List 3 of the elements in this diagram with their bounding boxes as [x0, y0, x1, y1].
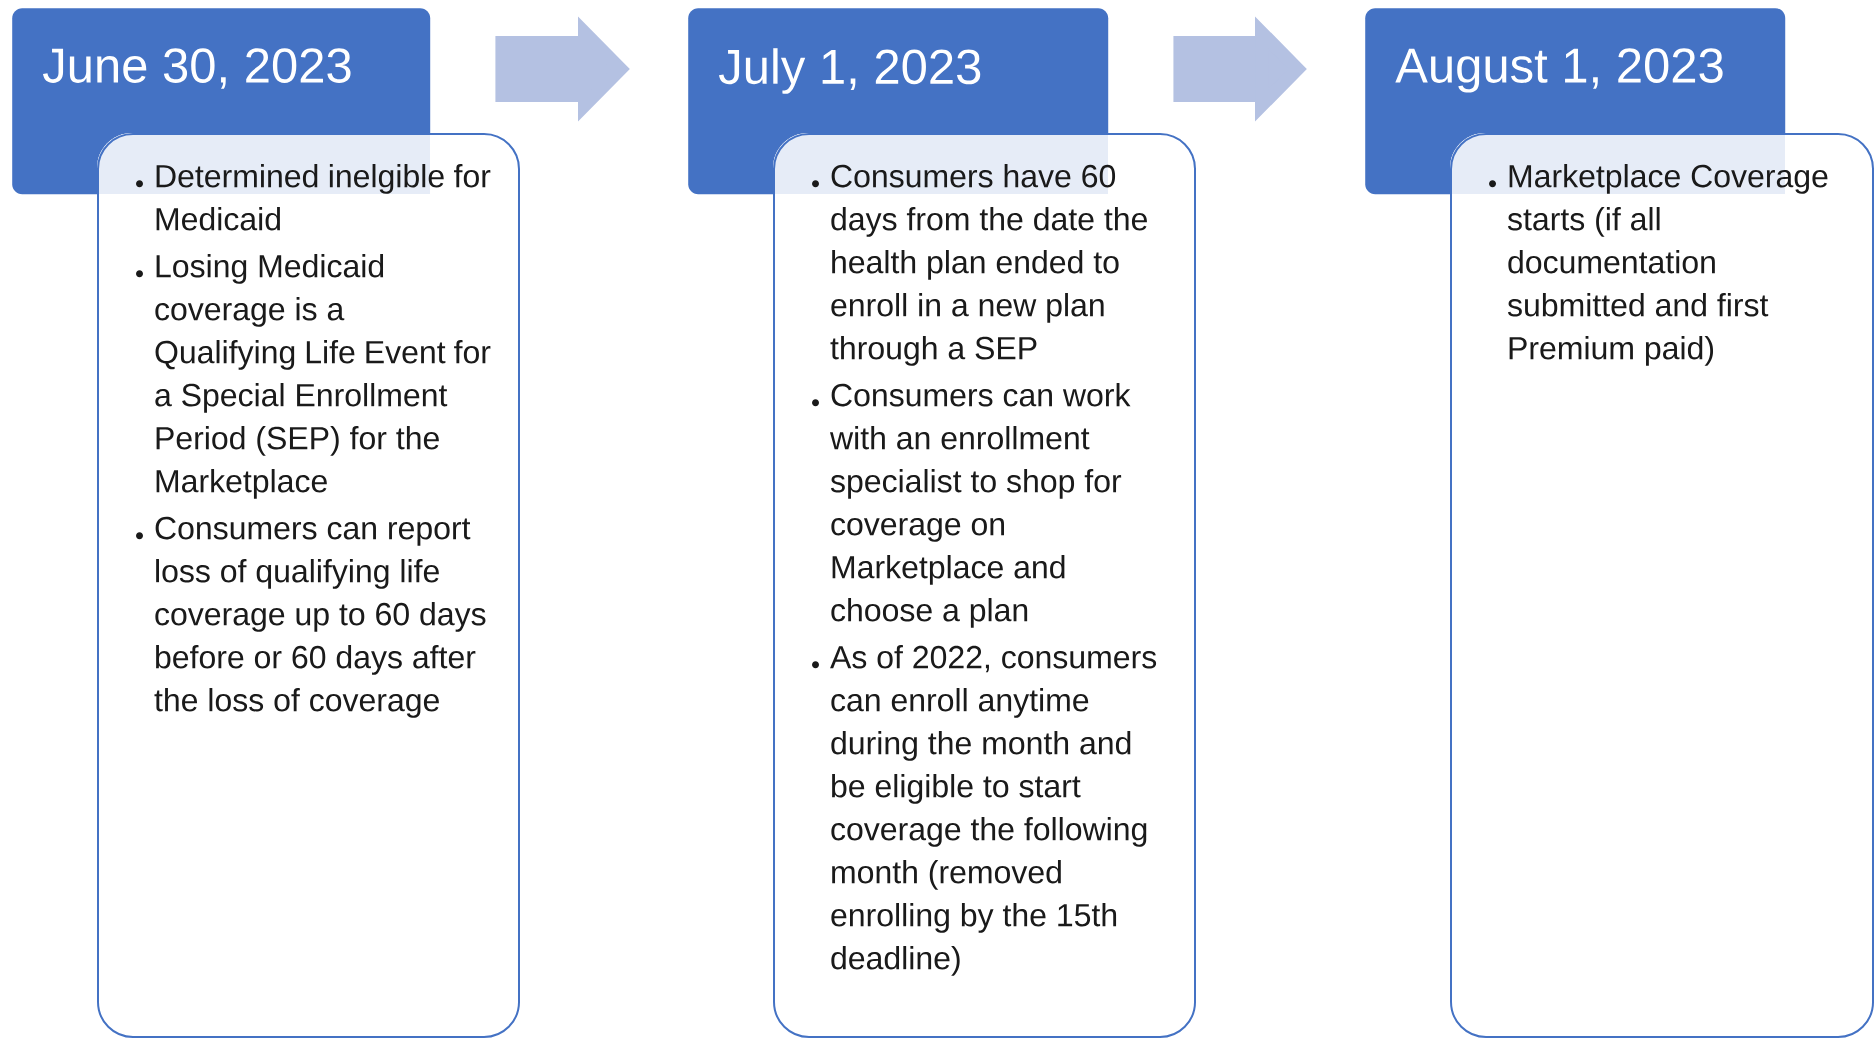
bullet-list-box: Determined inelgible for Medicaid Losing Medicaid coverage is a Qualifying Life Event for a Special Enrollment Period (SEP) for the Marketplace Consumers can report loss of qualifying life coverage up to 60 days before or 60 days after the loss of coverage — [97, 133, 520, 1038]
bullet-list-box: Consumers have 60 days from the date the health plan ended to enroll in a new plan through a SEP Consumers can work with an enrollment specialist to shop for coverage on Marketplace and choose a plan As of 2022, consumers can enroll anytime during the month and be eligible to start coverage the following month (removed enrolling by the 15th deadline) — [773, 133, 1196, 1038]
bullet-list-box: Marketplace Coverage starts (if all documentation submitted and first Premium paid) — [1450, 133, 1874, 1038]
